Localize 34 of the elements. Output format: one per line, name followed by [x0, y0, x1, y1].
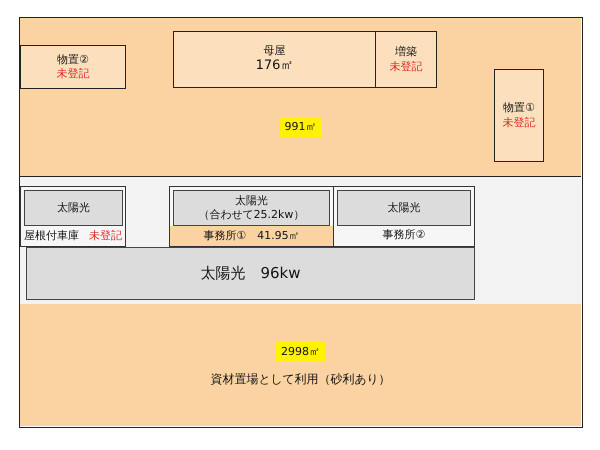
text-label: 事務所② [382, 228, 426, 242]
text-label: 太陽光 [235, 194, 268, 208]
text-label: 太陽光 [57, 200, 90, 216]
solar-panel-box [173, 190, 330, 226]
text-label: （合わせて25.2kw） [198, 208, 304, 222]
text-label: 屋根付車庫 [24, 229, 79, 244]
room-label: 事務所① 41.95㎡ [170, 226, 333, 246]
solar-panel-box [337, 190, 471, 226]
status-label: 未登記 [390, 60, 422, 74]
building-box [375, 31, 437, 88]
status-label: 未登記 [56, 67, 90, 82]
text-label: 物置② [57, 52, 89, 67]
status-label: 未登記 [89, 229, 122, 244]
structure-box [169, 186, 334, 247]
area-label: 991㎡ [280, 116, 322, 138]
lot-area [20, 304, 581, 426]
building-box [494, 69, 544, 162]
building-box [173, 31, 376, 88]
structure-box [333, 186, 475, 247]
text-label: 母屋 [264, 44, 286, 58]
text-label: 176㎡ [256, 58, 294, 76]
lot-area [20, 18, 581, 177]
text-label: 太陽光 96kw [200, 264, 301, 284]
structure-box [20, 186, 126, 247]
text-label: 資材置場として利用（砂利あり） [210, 372, 390, 388]
solar-panel-box [24, 190, 123, 226]
text-label: 物置① [503, 101, 535, 116]
status-label: 未登記 [502, 116, 536, 130]
site-band [20, 177, 581, 305]
solar-panel-box [26, 247, 475, 300]
text-label: 増築 [395, 45, 417, 60]
area-label: 2998㎡ [276, 342, 325, 362]
building-box [20, 45, 126, 89]
text-label: 太陽光 [388, 200, 420, 216]
